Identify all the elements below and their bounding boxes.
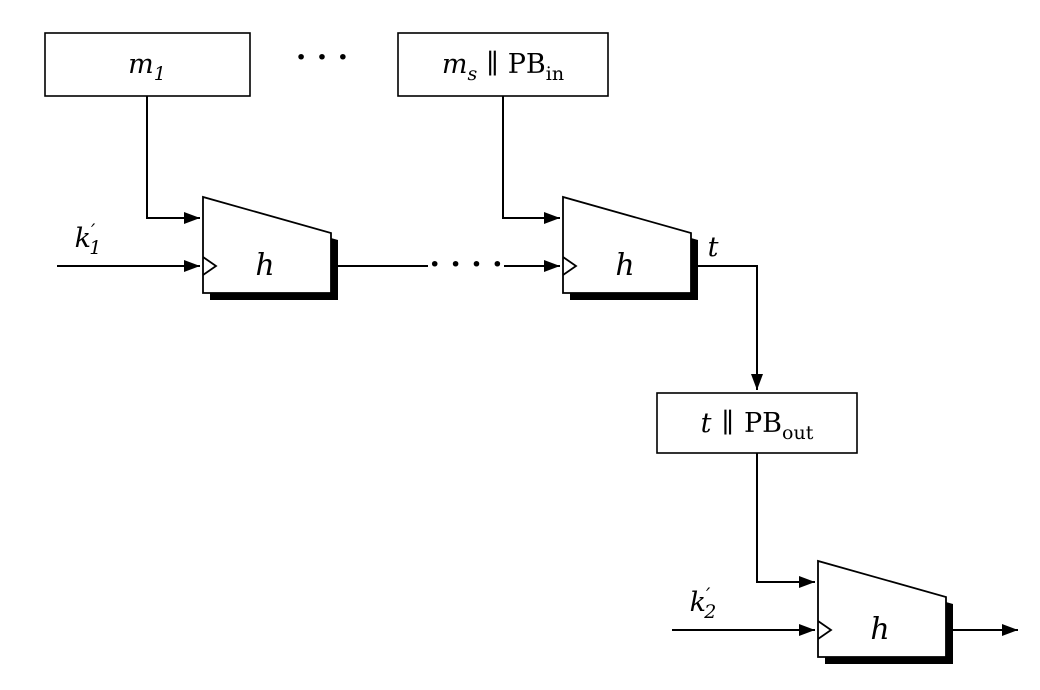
hash-block-2 bbox=[562, 195, 692, 294]
key2-base: k bbox=[690, 587, 706, 618]
key2-subscript: 2 bbox=[703, 601, 716, 623]
hash-block-2-label: h bbox=[615, 248, 634, 283]
ms-base: m bbox=[442, 49, 468, 80]
key1-base: k bbox=[75, 223, 91, 254]
chaining-input-chevron-icon-3 bbox=[817, 620, 833, 640]
tag-label: t bbox=[708, 232, 719, 263]
m1-subscript: 1 bbox=[154, 63, 166, 85]
hash-block-1-label: h bbox=[255, 248, 274, 283]
key1-subscript: 1 bbox=[89, 237, 101, 259]
key1-label: k′1 bbox=[75, 220, 102, 259]
m1-base: m bbox=[128, 49, 154, 80]
arrow-ms-to-hash2 bbox=[502, 96, 560, 224]
chaining-input-chevron-icon-1 bbox=[202, 256, 218, 276]
arrow-hash2-to-tpb-box bbox=[691, 265, 763, 390]
key1-prime: ′ bbox=[91, 220, 96, 242]
key2-label: k′2 bbox=[690, 584, 717, 623]
ms-subscript: s bbox=[468, 63, 478, 85]
ellipsis-top: · · · bbox=[296, 40, 348, 75]
hash-block-1 bbox=[202, 195, 332, 294]
message-box-m1-label: m1 bbox=[128, 49, 166, 85]
message-box-ms-pbin-label: ms ∥ PBin bbox=[442, 49, 564, 85]
pb-out-subscript: out bbox=[782, 422, 814, 444]
pb-out-base: PB bbox=[744, 408, 782, 439]
arrow-tpb-to-hash3 bbox=[756, 453, 815, 588]
hash-block-3 bbox=[817, 559, 947, 658]
tpb-concat-symbol: ∥ bbox=[722, 408, 734, 439]
key2-prime: ′ bbox=[706, 584, 711, 606]
pb-in-subscript: in bbox=[546, 63, 564, 85]
hash-block-3-label: h bbox=[870, 612, 889, 647]
tpb-t: t bbox=[701, 408, 712, 439]
message-box-m1 bbox=[44, 32, 251, 97]
pb-in-base: PB bbox=[508, 49, 546, 80]
message-box-t-pbout-label: t ∥ PBout bbox=[701, 408, 814, 444]
chaining-input-chevron-icon-2 bbox=[562, 256, 578, 276]
message-box-t-pbout bbox=[656, 392, 858, 454]
arrow-m1-to-hash1 bbox=[146, 96, 200, 224]
concat-symbol: ∥ bbox=[486, 49, 498, 80]
message-box-ms-pbin bbox=[397, 32, 609, 97]
ellipsis-chain: · · · · bbox=[429, 247, 502, 282]
